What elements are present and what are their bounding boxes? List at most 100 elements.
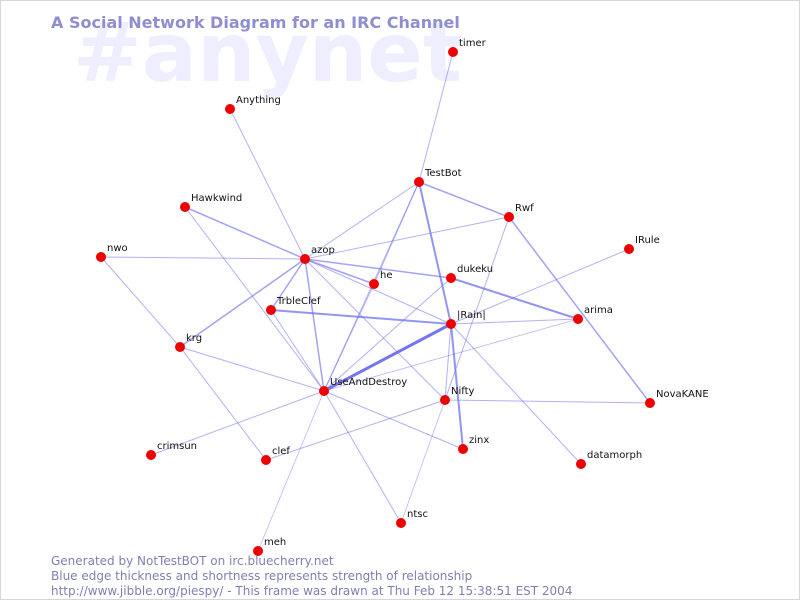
node-he[interactable]: he — [369, 270, 393, 289]
diagram-title: A Social Network Diagram for an IRC Chan… — [51, 13, 460, 32]
edge-Nifty-NovaKANE — [444, 399, 651, 404]
node-dukeku[interactable]: dukeku — [446, 264, 493, 283]
edge-Rwf-azop — [304, 216, 510, 260]
node-dot[interactable] — [266, 305, 276, 315]
node-dot[interactable] — [576, 459, 586, 469]
node-dot[interactable] — [645, 398, 655, 408]
node-dot[interactable] — [319, 386, 329, 396]
edge-azop-dukeku — [304, 258, 452, 279]
edge-TestBot-Rain — [418, 181, 452, 325]
edge-TrbleClef-UseAndDestroy — [270, 309, 325, 392]
footer-legend-note: Blue edge thickness and shortness repres… — [51, 569, 472, 583]
node-dot[interactable] — [446, 273, 456, 283]
edge-TestBot-azop — [304, 181, 420, 260]
edge-he-UseAndDestroy — [323, 283, 375, 392]
edge-Nifty-ntsc — [400, 399, 446, 524]
node-label: UseAndDestroy — [330, 377, 407, 388]
edge-Rain-Nifty — [444, 323, 452, 401]
node-meh[interactable]: meh — [253, 537, 286, 556]
edge-azop-UseAndDestroy — [304, 258, 325, 392]
edge-azop-Nifty — [304, 258, 446, 401]
node-dot[interactable] — [261, 455, 271, 465]
edge-arima-UseAndDestroy — [323, 318, 579, 392]
node-dot[interactable] — [253, 546, 263, 556]
node-UseAndDestroy[interactable]: UseAndDestroy — [319, 377, 407, 396]
node-azop[interactable]: azop — [300, 245, 335, 264]
edge-Rwf-NovaKANE — [508, 216, 651, 404]
node-label: he — [380, 270, 393, 281]
edge-TestBot-Rwf — [418, 181, 510, 218]
node-label: zinx — [469, 435, 489, 446]
node-label: TestBot — [424, 168, 462, 179]
edge-azop-TrbleClef — [270, 258, 306, 311]
edge-Rain-datamorph — [450, 323, 582, 465]
node-crimsun[interactable]: crimsun — [146, 441, 197, 460]
edge-UseAndDestroy-zinx — [323, 390, 464, 450]
edge-TrbleClef-Rain — [270, 309, 452, 325]
node-label: dukeku — [457, 264, 493, 275]
node-label: TrbleClef — [276, 296, 321, 307]
edge-azop-he — [304, 258, 375, 285]
edge-azop-Rain — [304, 258, 452, 325]
edge-UseAndDestroy-crimsun — [150, 390, 325, 456]
node-ntsc[interactable]: ntsc — [396, 509, 428, 528]
footer-source-link[interactable]: http://www.jibble.org/piespy/ - This fra… — [51, 584, 572, 598]
node-Rain[interactable]: |Rain| — [446, 310, 486, 329]
node-arima[interactable]: arima — [573, 305, 613, 324]
node-dot[interactable] — [446, 319, 456, 329]
node-label: meh — [264, 537, 286, 548]
node-label: arima — [584, 305, 613, 316]
node-dot[interactable] — [624, 244, 634, 254]
node-dot[interactable] — [573, 314, 583, 324]
node-label: Nifty — [451, 386, 475, 397]
node-datamorph[interactable]: datamorph — [576, 450, 642, 469]
node-label: timer — [459, 38, 487, 49]
edge-krg-clef — [179, 346, 267, 461]
edge-Hawkwind-UseAndDestroy — [184, 206, 325, 392]
node-TrbleClef[interactable]: TrbleClef — [266, 296, 321, 315]
node-label: |Rain| — [457, 310, 486, 321]
node-label: azop — [311, 245, 335, 256]
node-dot[interactable] — [300, 254, 310, 264]
node-label: crimsun — [157, 441, 197, 452]
edge-UseAndDestroy-ntsc — [323, 390, 402, 524]
node-dot[interactable] — [369, 279, 379, 289]
node-dot[interactable] — [96, 252, 106, 262]
node-TestBot[interactable]: TestBot — [414, 168, 462, 187]
node-label: krg — [186, 333, 202, 344]
node-dot[interactable] — [225, 104, 235, 114]
edge-Anything-azop — [229, 108, 306, 260]
node-label: Rwf — [515, 203, 534, 214]
node-dot[interactable] — [146, 450, 156, 460]
node-timer[interactable]: timer — [448, 38, 487, 57]
node-dot[interactable] — [448, 47, 458, 57]
node-clef[interactable]: clef — [261, 446, 290, 465]
node-label: Anything — [236, 95, 281, 106]
edge-timer-TestBot — [418, 51, 454, 183]
node-dot[interactable] — [440, 395, 450, 405]
channel-watermark: #anynet — [73, 6, 462, 101]
node-dot[interactable] — [414, 177, 424, 187]
node-krg[interactable]: krg — [175, 333, 202, 352]
node-dot[interactable] — [458, 444, 468, 454]
edge-dukeku-UseAndDestroy — [323, 277, 452, 392]
node-Nifty[interactable]: Nifty — [440, 386, 475, 405]
node-dot[interactable] — [180, 202, 190, 212]
node-dot[interactable] — [396, 518, 406, 528]
node-Anything[interactable]: Anything — [225, 95, 281, 114]
node-nwo[interactable]: nwo — [96, 243, 128, 262]
node-label: IRule — [635, 235, 660, 246]
node-Rwf[interactable]: Rwf — [504, 203, 534, 222]
node-dot[interactable] — [175, 342, 185, 352]
edge-Rain-zinx — [450, 323, 464, 450]
node-label: Hawkwind — [191, 193, 242, 204]
node-NovaKANE[interactable]: NovaKANE — [645, 389, 709, 408]
node-IRule[interactable]: IRule — [624, 235, 660, 254]
node-label: ntsc — [407, 509, 428, 520]
node-Hawkwind[interactable]: Hawkwind — [180, 193, 242, 212]
node-zinx[interactable]: zinx — [458, 435, 489, 454]
edge-Rwf-Nifty — [444, 216, 510, 401]
node-dot[interactable] — [504, 212, 514, 222]
node-label: nwo — [107, 243, 128, 254]
